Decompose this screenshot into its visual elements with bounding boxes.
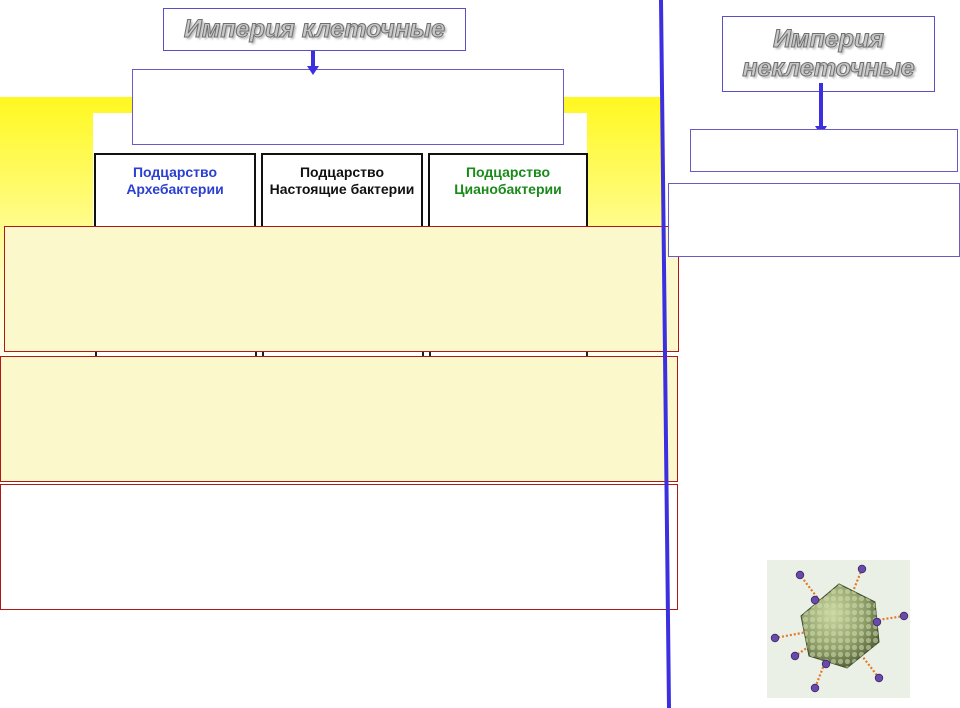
- virus-icon: [770, 564, 909, 693]
- column-line: [255, 350, 257, 358]
- cellular-arrow: [307, 51, 319, 75]
- empire-divider: [659, 0, 671, 708]
- cellular-empty-box: [132, 69, 564, 145]
- noncellular-box-2: [668, 183, 960, 257]
- column-line: [95, 350, 97, 358]
- column-line: [429, 350, 431, 358]
- cellular-title: Империя клеточные: [183, 15, 446, 44]
- subkingdom-true-bacteria-label: Подцарство Настоящие бактерии: [269, 164, 415, 197]
- noncellular-title: Империя неклеточные: [742, 25, 915, 83]
- column-line: [422, 350, 424, 358]
- subkingdom-true-bacteria: Подцарство Настоящие бактерии: [261, 153, 423, 233]
- virus-image: [767, 560, 910, 698]
- subkingdom-archaebacteria: Подцарство Архебактерии: [94, 153, 256, 233]
- subkingdom-cyanobacteria: Подцарство Цианобактерии: [428, 153, 588, 233]
- subkingdom-cyanobacteria-label: Подцарство Цианобактерии: [454, 164, 562, 197]
- noncellular-box-1: [690, 129, 958, 172]
- cellular-title-box: Империя клеточные: [163, 8, 466, 51]
- cellular-band-3: [0, 484, 678, 610]
- cellular-band-2: [0, 356, 678, 482]
- column-line: [262, 350, 264, 358]
- cellular-band-1: [4, 226, 679, 352]
- noncellular-title-box: Империя неклеточные: [722, 16, 935, 92]
- column-line: [586, 350, 588, 358]
- subkingdom-archaebacteria-label: Подцарство Архебактерии: [126, 164, 224, 197]
